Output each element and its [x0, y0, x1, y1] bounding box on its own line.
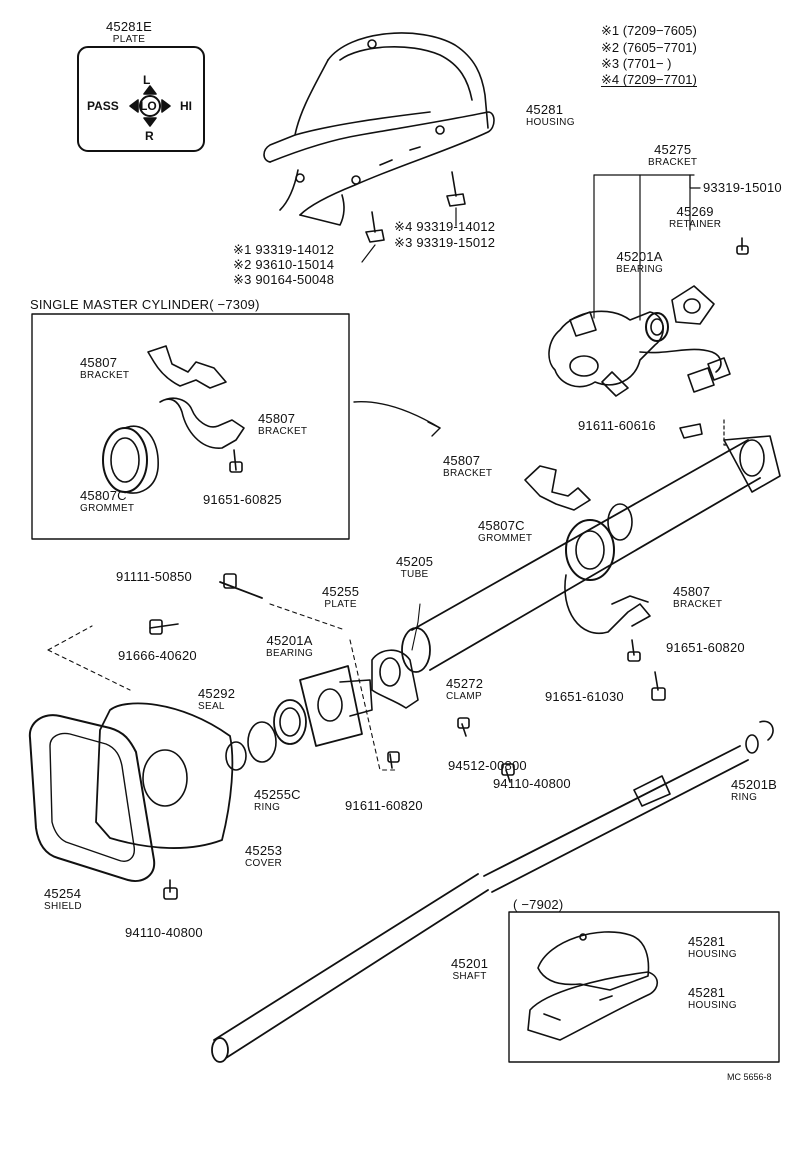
plate-face-right: HI: [180, 99, 192, 113]
part-label-94512-00800: 94512-00800: [448, 758, 527, 773]
inset-single-master-title: SINGLE MASTER CYLINDER( −7309): [30, 297, 260, 312]
inset-housing-title: ( −7902): [513, 897, 564, 912]
plate-45281e-drawing: [77, 46, 205, 152]
shaft-drawing: [211, 720, 774, 1063]
lower-assembly-drawing: [28, 573, 515, 900]
plate-face-top: L: [143, 73, 151, 87]
part-label-91666-40620: 91666-40620: [118, 648, 197, 663]
housing-inset-drawing: [508, 911, 780, 1063]
housing-screws-drawing: [361, 171, 466, 263]
plate-face-left: PASS: [87, 99, 119, 113]
screw-note-1: ※1 93319-14012: [233, 242, 335, 257]
inset-part-91651-60825: 91651-60825: [203, 492, 282, 507]
upper-housing-drawing: [263, 32, 495, 226]
screw-note-3: ※3 90164-50048: [233, 272, 335, 287]
part-label-91651-61030: 91651-61030: [545, 689, 624, 704]
note-2: ※2 (7605−7701): [601, 40, 697, 55]
tube-drawing: [401, 435, 781, 701]
single-master-inset-drawing: [31, 313, 441, 540]
footer-code: MC 5656-8: [727, 1072, 772, 1082]
part-label-91651-60820: 91651-60820: [666, 640, 745, 655]
part-label-94110-40800-upper: 94110-40800: [493, 776, 571, 791]
part-label-91111-50850: 91111-50850: [116, 569, 192, 584]
note-4: ※4 (7209−7701): [601, 72, 697, 87]
screw-note-2: ※2 93610-15014: [233, 257, 335, 272]
plate-face-bottom: R: [145, 129, 154, 143]
bracket-assembly-drawing: [548, 174, 749, 446]
part-label-94110-40800-lower: 94110-40800: [125, 925, 203, 940]
screw-note-3b: ※3 93319-15012: [394, 235, 496, 250]
part-label-91611-60616: 91611-60616: [578, 418, 656, 433]
part-label-91611-60820: 91611-60820: [345, 798, 423, 813]
screw-note-4: ※4 93319-14012: [394, 219, 496, 234]
note-1: ※1 (7209−7605): [601, 23, 697, 38]
note-3: ※3 (7701− ): [601, 56, 672, 71]
plate-face-center: LO: [140, 99, 157, 113]
part-label-93319-15010: 93319-15010: [703, 180, 782, 195]
